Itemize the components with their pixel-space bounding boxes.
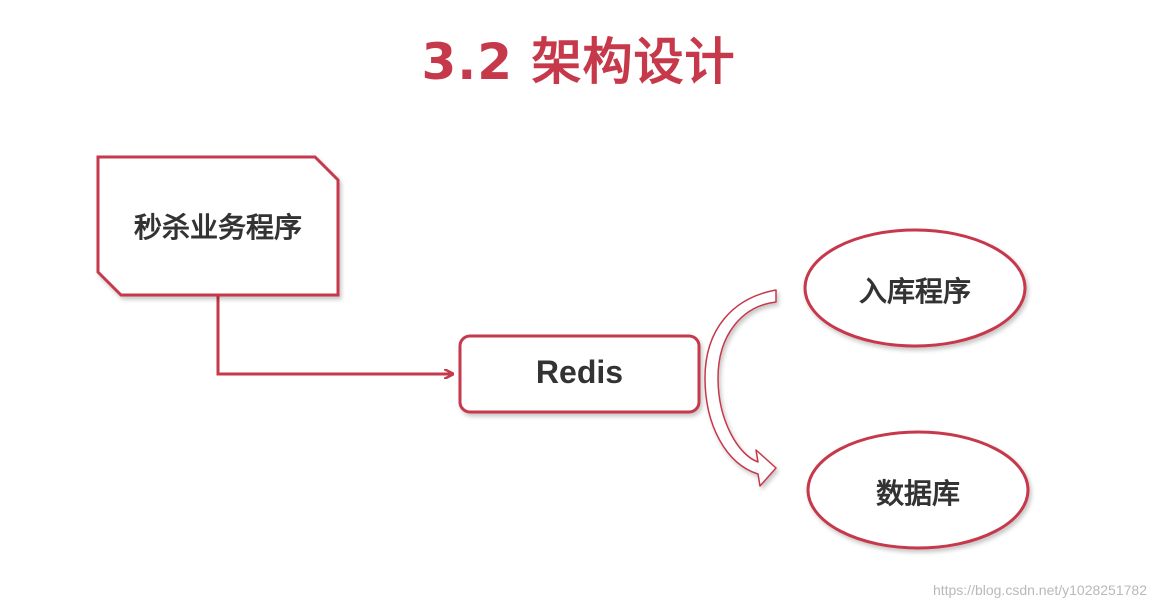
- connector-seckill-to-redis: [216, 296, 452, 374]
- database-label: 数据库: [875, 477, 960, 510]
- import-program-label: 入库程序: [858, 275, 971, 308]
- redis-label: Redis: [535, 354, 624, 390]
- page-title: 3.2 架构设计: [421, 33, 736, 91]
- split-arrow-body: [704, 289, 777, 487]
- database-ellipse: [806, 430, 1030, 550]
- watermark: https://blog.csdn.net/y1028251782: [932, 582, 1147, 598]
- seckill-program-label: 秒杀业务程序: [133, 211, 302, 244]
- split-curved-arrow: [704, 289, 777, 487]
- import-program-ellipse: [803, 228, 1027, 348]
- seckill-program-box: [96, 155, 340, 297]
- redis-box: [458, 334, 701, 414]
